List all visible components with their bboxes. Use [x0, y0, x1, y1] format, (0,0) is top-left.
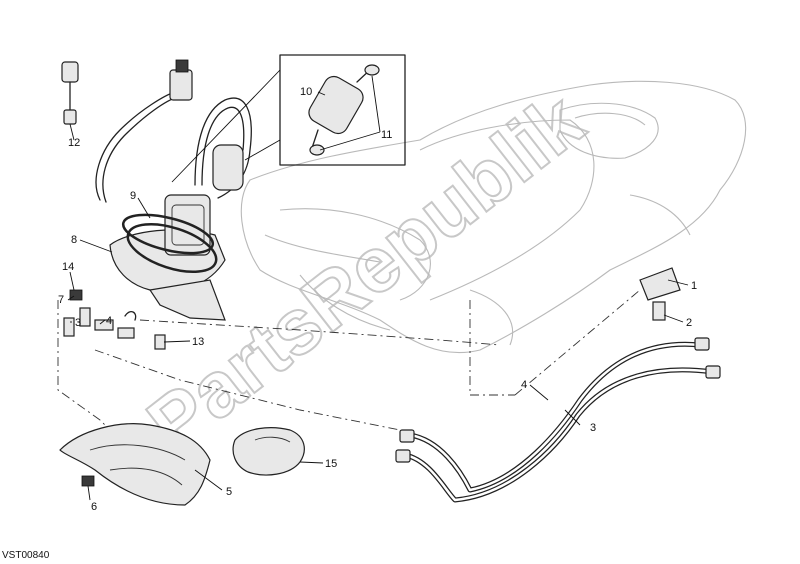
- callout-9: 9: [130, 190, 136, 202]
- callouts: 1 2 3 3 4 4 5 6 7 8 9 10 11 12 13 14 15: [58, 86, 697, 513]
- heat-shield: [59, 423, 211, 506]
- callout-4-line: 4: [521, 379, 527, 391]
- callout-10: 10: [300, 86, 312, 98]
- callout-3-left: 3: [75, 317, 81, 329]
- callout-7: 7: [58, 294, 64, 306]
- callout-11: 11: [381, 129, 392, 141]
- callout-8: 8: [71, 234, 77, 246]
- fuel-tank-outline: [240, 80, 747, 354]
- fuel-pump-assembly: [61, 59, 252, 321]
- drawing-code: VST00840: [2, 550, 50, 561]
- callout-4-left: 4: [106, 315, 112, 327]
- callout-13: 13: [192, 336, 204, 348]
- fuel-lines: [395, 337, 721, 503]
- callout-1: 1: [691, 280, 697, 292]
- callout-3-line: 3: [590, 422, 596, 434]
- callout-6: 6: [91, 501, 97, 513]
- callout-14: 14: [62, 261, 74, 273]
- callout-12: 12: [68, 137, 80, 149]
- callout-leaders: [67, 75, 689, 501]
- callout-5: 5: [226, 486, 232, 498]
- fasteners: [63, 267, 681, 350]
- fuel-filter-inset: [171, 54, 406, 183]
- callout-15: 15: [325, 458, 337, 470]
- gasket: [232, 427, 305, 476]
- callout-2: 2: [686, 317, 692, 329]
